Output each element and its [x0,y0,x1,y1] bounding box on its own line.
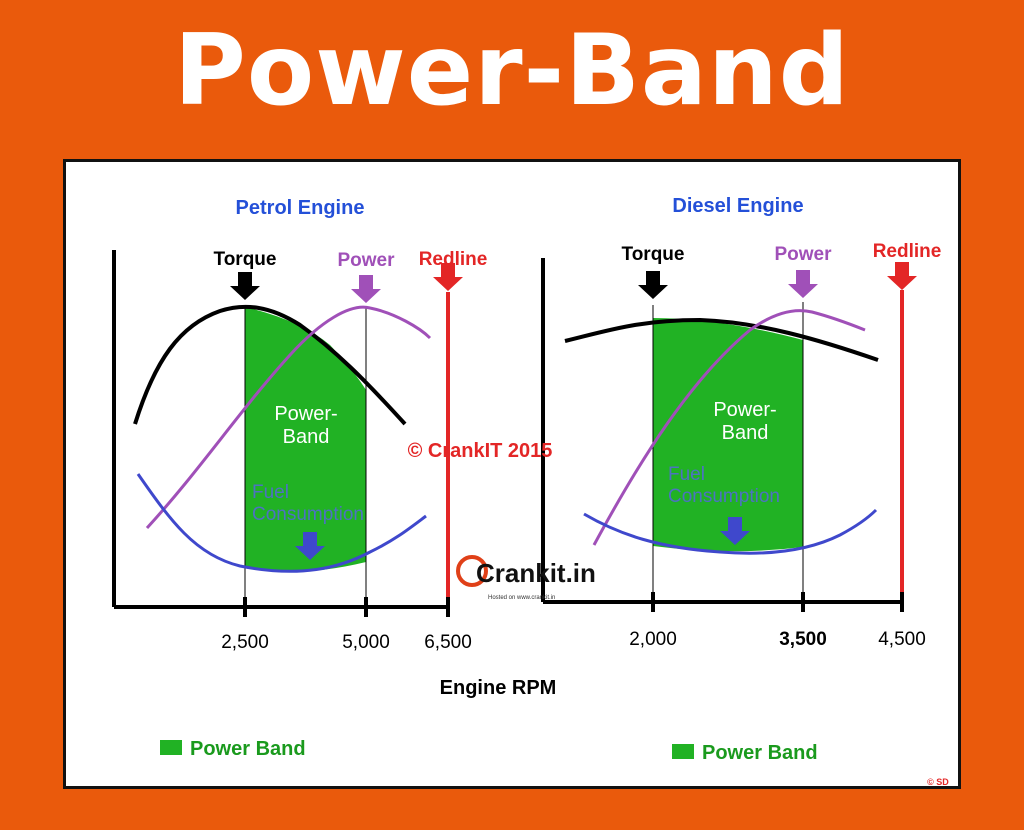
logo-text: Crankit.in [476,558,596,588]
petrol-power-band-label: Power-Band [274,403,337,448]
diesel-chart-title: Diesel Engine [672,195,803,217]
watermark-text: © CrankIT 2015 [408,440,553,462]
petrol-legend-swatch [160,740,182,755]
petrol-power-arrow-icon [351,275,381,303]
diesel-power-band-label: Power-Band [713,399,776,444]
petrol-tick-label-1: 2,500 [221,632,269,653]
x-axis-title: Engine RPM [440,677,557,699]
diesel-legend-label: Power Band [702,742,818,764]
diesel-tick-label-3: 4,500 [878,629,926,650]
petrol-tick-label-3: 6,500 [424,632,472,653]
diesel-tick-label-1: 2,000 [629,629,677,650]
diesel-torque-curve [564,317,879,362]
petrol-marker-label-torque: Torque [214,249,277,270]
petrol-marker-label-redline: Redline [419,249,488,270]
diesel-power-curve [592,309,866,546]
diesel-fuel-arrow-icon [720,517,750,545]
diesel-tick-label-2: 3,500 [779,629,827,650]
petrol-marker-label-power: Power [337,250,395,271]
petrol-redline-arrow-icon [433,263,463,291]
petrol-power-curve [145,305,432,530]
diesel-marker-label-power: Power [774,244,832,265]
petrol-torque-arrow-icon [230,272,260,300]
diesel-power-arrow-icon [788,270,818,298]
petrol-torque-curve [133,304,407,426]
petrol-fuel-curve [136,473,427,573]
diesel-legend-swatch [672,744,694,759]
logo-gear-icon [456,555,488,587]
page-title: Power-Band [174,14,850,128]
petrol-tick-label-2: 5,000 [342,632,390,653]
petrol-chart-title: Petrol Engine [236,197,365,219]
diesel-torque-arrow-icon [638,271,668,299]
diesel-fuel-curve [583,508,878,555]
signature-text: © SD [927,777,949,786]
diesel-power-band-area [653,318,803,552]
diesel-marker-label-torque: Torque [622,244,685,265]
petrol-fuel-arrow-icon [295,532,325,560]
logo-subtext: Hosted on www.crankit.in [488,595,555,601]
diesel-redline-arrow-icon [887,262,917,290]
diesel-marker-label-redline: Redline [873,241,942,262]
petrol-legend-label: Power Band [190,738,306,760]
